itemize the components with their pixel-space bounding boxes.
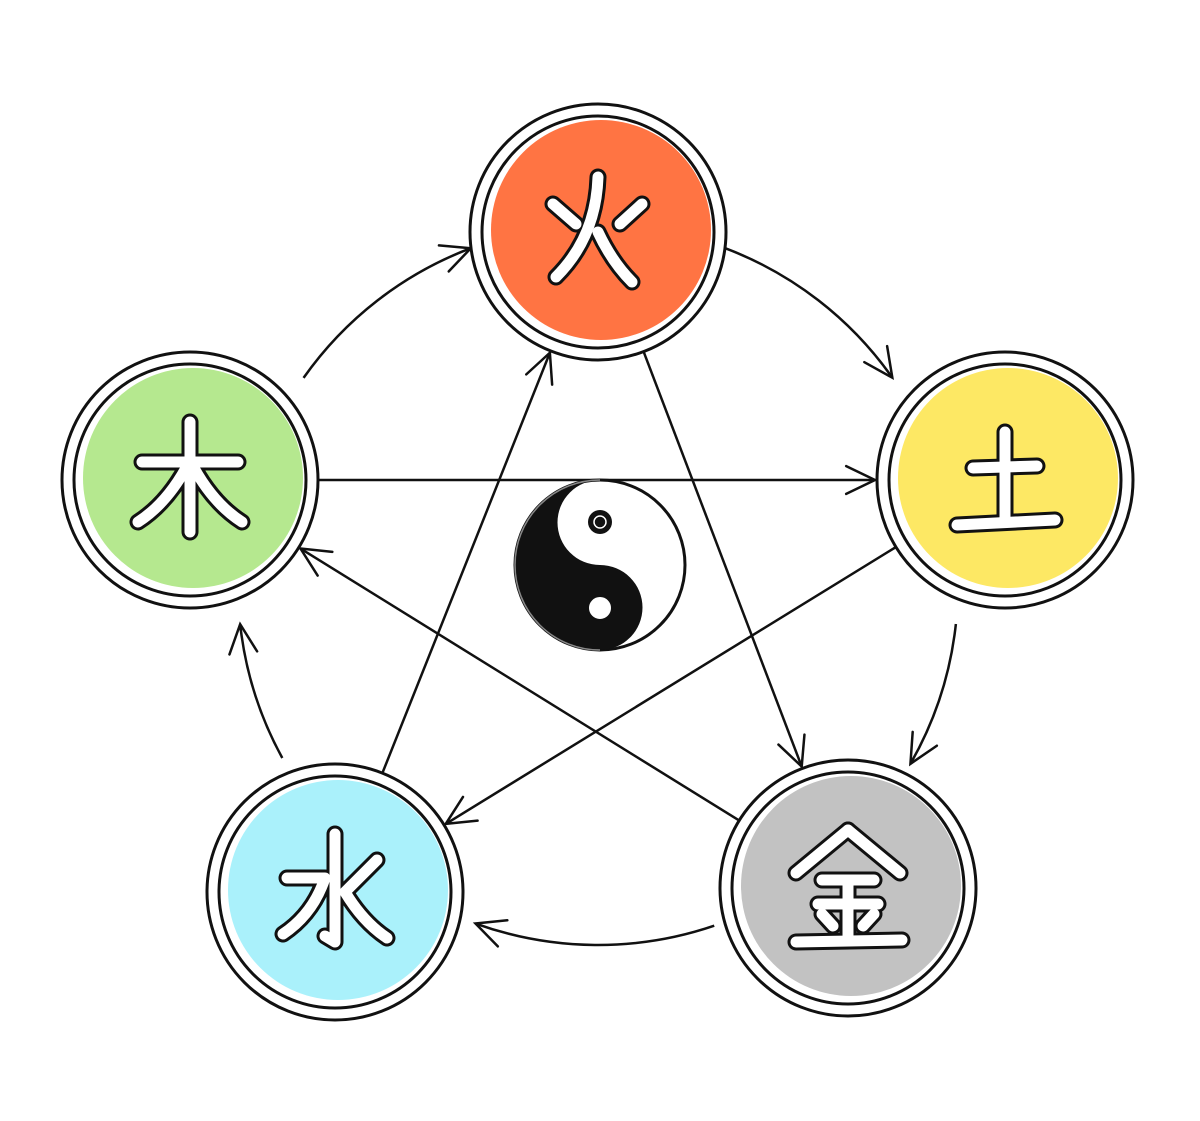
water-glyph [274, 825, 396, 951]
element-metal [718, 758, 978, 1018]
element-wood [60, 350, 320, 610]
generating-arrow-fire-to-earth [724, 247, 894, 381]
generating-arrow-earth-to-metal [909, 623, 958, 767]
earth-glyph [948, 423, 1064, 534]
wood-glyph [129, 413, 251, 541]
overcoming-arrow-water-to-fire [380, 350, 554, 776]
overcoming-arrow-metal-to-wood [298, 546, 742, 823]
yin-yang-icon [513, 478, 687, 652]
element-water [205, 762, 465, 1022]
metal-glyph [787, 821, 911, 951]
overcoming-arrow-fire-to-metal [641, 349, 806, 770]
element-earth [875, 350, 1135, 610]
element-fire [468, 102, 728, 362]
generating-arrow-water-to-wood [228, 621, 284, 759]
generating-arrow-metal-to-water [472, 918, 715, 948]
generating-arrow-wood-to-fire [302, 244, 474, 379]
overcoming-arrow-earth-to-water [443, 544, 899, 826]
fire-glyph [544, 168, 651, 291]
